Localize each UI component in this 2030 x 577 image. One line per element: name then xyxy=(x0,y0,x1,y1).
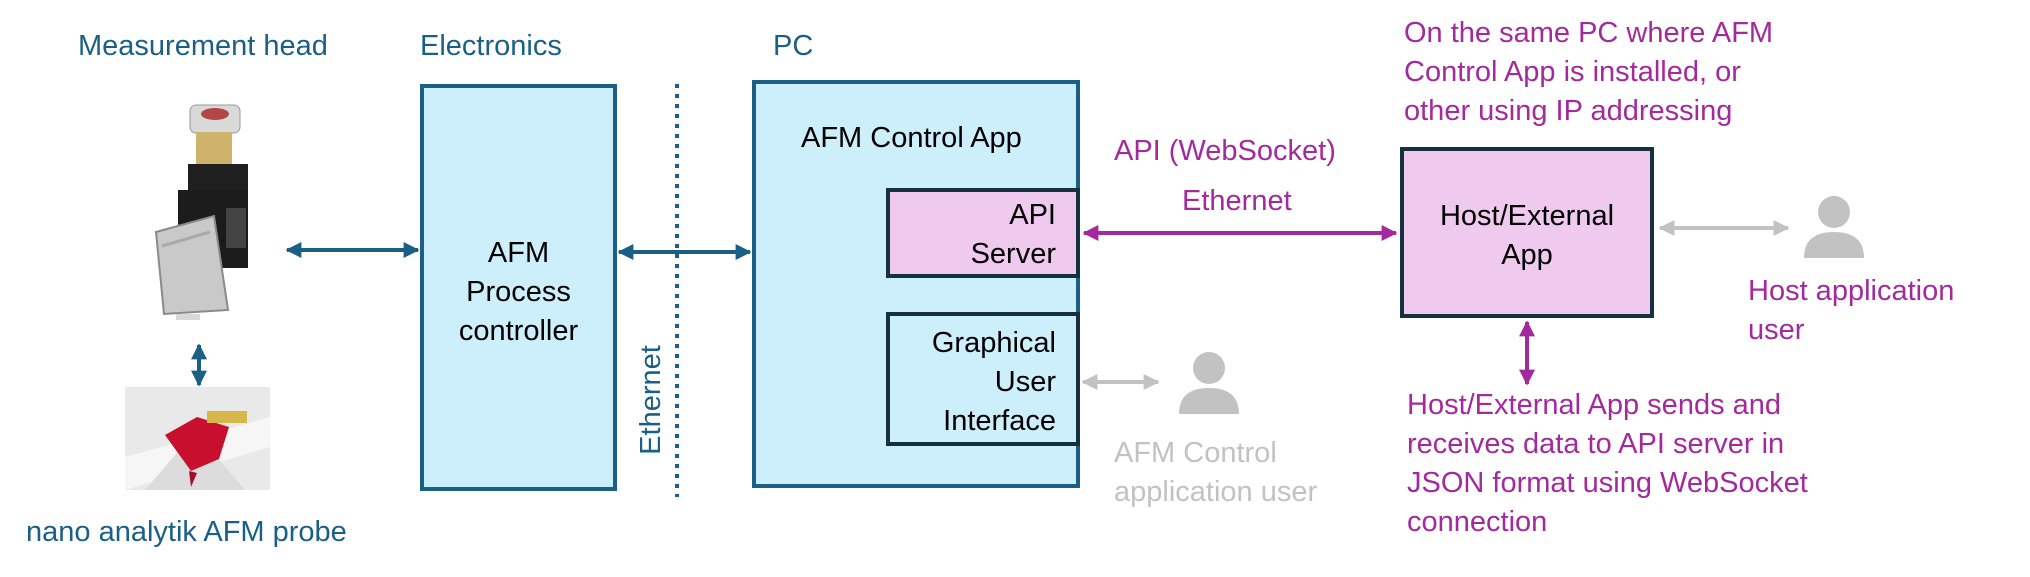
host-user-line2: user xyxy=(1748,314,1805,346)
same-pc-note-line: Control App is installed, or xyxy=(1404,56,1741,88)
afm-probe-image xyxy=(125,387,270,490)
gui-line2: User xyxy=(994,366,1056,398)
same-pc-note: On the same PC where AFM Control App is … xyxy=(1404,14,1773,131)
measurement-head-image xyxy=(154,104,248,320)
gui-line1: Graphical xyxy=(931,327,1056,359)
afm-user-line1: AFM Control xyxy=(1114,437,1277,469)
host-app-line1: Host/External xyxy=(1439,200,1615,232)
host-user-line1: Host application xyxy=(1748,275,1955,307)
gui-line3: Interface xyxy=(943,405,1056,437)
measurement-head-label: Measurement head xyxy=(78,30,328,62)
afm-user-label: AFM Control application user xyxy=(1114,434,1317,512)
afm-process-line1: AFM xyxy=(487,237,550,269)
afm-control-app-label: AFM Control App xyxy=(801,122,1022,154)
host-app-line2: App xyxy=(1501,239,1553,271)
host-sends-note-line: JSON format using WebSocket xyxy=(1407,467,1808,499)
afm-process-line2: Process xyxy=(466,276,571,308)
api-server-line1: API xyxy=(1009,199,1056,231)
same-pc-note-line: On the same PC where AFM xyxy=(1404,17,1774,49)
afm-user-line2: application user xyxy=(1114,476,1318,508)
probe-caption: nano analytik AFM probe xyxy=(26,516,347,548)
host-sends-note-line: Host/External App sends and xyxy=(1407,389,1782,421)
host-sends-note-line: receives data to API server in xyxy=(1407,428,1785,460)
afm-process-controller-box: AFM Process controller xyxy=(420,84,617,491)
electronics-label: Electronics xyxy=(420,30,562,62)
ethernet-horizontal-label: Ethernet xyxy=(1182,185,1292,217)
gui-box: Graphical User Interface xyxy=(886,312,1080,446)
api-server-box: API Server xyxy=(886,188,1080,278)
same-pc-note-line: other using IP addressing xyxy=(1404,95,1733,127)
pc-label: PC xyxy=(773,30,814,62)
host-sends-note-line: connection xyxy=(1407,506,1548,538)
api-server-line2: Server xyxy=(970,238,1056,270)
afm-process-line3: controller xyxy=(458,315,579,347)
api-websocket-label: API (WebSocket) xyxy=(1114,135,1336,167)
host-sends-note: Host/External App sends and receives dat… xyxy=(1407,386,1808,542)
host-external-app-box: Host/External App xyxy=(1400,147,1654,318)
user-icon xyxy=(1804,196,1864,258)
host-user-label: Host application user xyxy=(1748,272,1954,350)
user-icon xyxy=(1179,352,1239,414)
